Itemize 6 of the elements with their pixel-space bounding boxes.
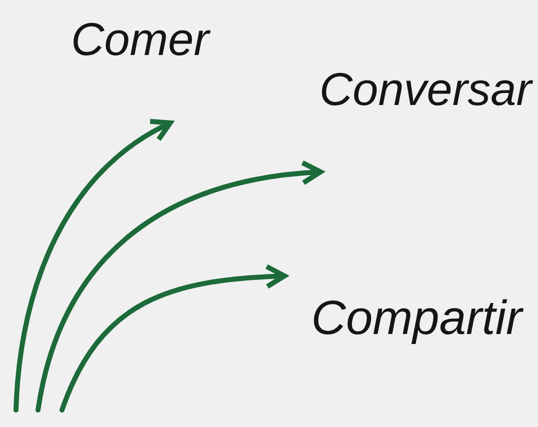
curved-arrow	[36, 160, 323, 412]
word-label: Conversar	[319, 62, 532, 116]
word-label: Compartir	[311, 290, 522, 346]
curved-arrow	[60, 264, 287, 412]
curved-arrow	[14, 120, 173, 412]
word-label: Comer	[70, 12, 210, 66]
